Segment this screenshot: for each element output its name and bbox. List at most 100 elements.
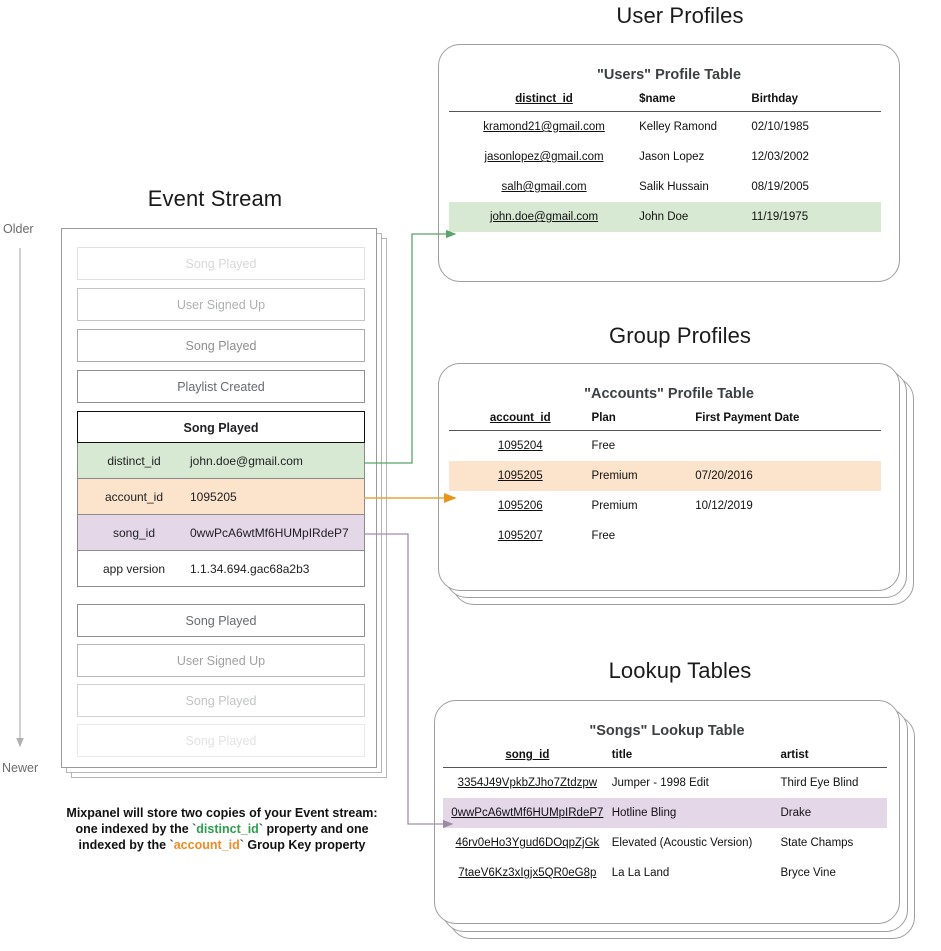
table-row[interactable]: 3354J49VpkbZJho7Ztdzpw Jumper - 1998 Edi… — [443, 768, 887, 799]
cell-name: John Doe — [639, 202, 752, 232]
cell-distinct-id: salh@gmail.com — [501, 181, 587, 193]
event-property-account-id: account_id 1095205 — [77, 479, 365, 515]
event-property-key: account_id — [104, 489, 164, 504]
event-row[interactable]: Song Played — [77, 247, 365, 280]
column-header-account-id: account_id — [449, 402, 592, 431]
expanded-event-card[interactable]: Song Played distinct_id john.doe@gmail.c… — [77, 411, 365, 587]
cell-distinct-id: kramond21@gmail.com — [483, 121, 605, 133]
event-row[interactable]: User Signed Up — [77, 644, 365, 677]
column-header-distinct-id: distinct_id — [449, 83, 640, 112]
users-table-title: "Users" Profile Table — [596, 67, 742, 83]
cell-account-id: 1095207 — [497, 530, 543, 542]
cell-first-payment-date — [695, 521, 881, 551]
event-stream-title: Event Stream — [147, 186, 283, 211]
table-row[interactable]: 7taeV6Kz3xIgjx5QR0eG8p La La Land Bryce … — [443, 858, 887, 888]
caption-line-2: one indexed by the `distinct_id` propert… — [75, 822, 369, 836]
table-row[interactable]: 46rv0eHo3Ygud6DOqpZjGk Elevated (Acousti… — [443, 828, 887, 858]
table-row-highlighted[interactable]: john.doe@gmail.com John Doe 11/19/1975 — [449, 202, 881, 232]
event-row[interactable]: Playlist Created — [77, 370, 365, 403]
caption-token-account-id: account_id — [173, 838, 240, 852]
event-stream-caption: Mixpanel will store two copies of your E… — [52, 805, 392, 853]
axis-label-older: Older — [3, 222, 34, 236]
event-property-value: john.doe@gmail.com — [190, 453, 303, 468]
event-row[interactable]: User Signed Up — [77, 288, 365, 321]
column-header-birthday: Birthday — [751, 83, 881, 112]
event-stream-stack: Song Played User Signed Up Song Played P… — [61, 228, 387, 778]
caption-token-distinct-id: distinct_id — [196, 822, 259, 836]
cell-birthday: 11/19/1975 — [751, 202, 881, 232]
cell-birthday: 12/03/2002 — [751, 151, 809, 163]
cell-name: Jason Lopez — [639, 151, 705, 163]
accounts-table-title: "Accounts" Profile Table — [584, 386, 754, 402]
user-profiles-title: User Profiles — [616, 3, 744, 28]
table-row[interactable]: kramond21@gmail.com Kelley Ramond 02/10/… — [449, 112, 881, 143]
table-row[interactable]: 1095206 Premium 10/12/2019 — [449, 491, 881, 521]
cell-account-id: 1095205 — [449, 461, 592, 491]
lookup-tables-card-stack: "Songs" Lookup Table song_id title artis… — [434, 700, 919, 948]
caption-line-1: Mixpanel will store two copies of your E… — [66, 806, 378, 820]
table-header-row: distinct_id $name Birthday — [449, 83, 881, 112]
cell-song-id: 7taeV6Kz3xIgjx5QR0eG8p — [458, 867, 597, 879]
table-row[interactable]: jasonlopez@gmail.com Jason Lopez 12/03/2… — [449, 142, 881, 172]
caption-line-3: indexed by the `account_id` Group Key pr… — [78, 838, 366, 852]
caption-line-3-suffix: Group Key property — [243, 838, 366, 852]
event-property-value: 0wwPcA6wtMf6HUMpIRdeP7 — [190, 525, 349, 540]
event-property-song-id: song_id 0wwPcA6wtMf6HUMpIRdeP7 — [77, 515, 365, 551]
cell-account-id: 1095204 — [497, 440, 543, 452]
event-row[interactable]: Song Played — [77, 604, 365, 637]
cell-name: Salik Hussain — [639, 181, 709, 193]
table-row-highlighted[interactable]: 1095205 Premium 07/20/2016 — [449, 461, 881, 491]
cell-artist: Drake — [780, 798, 887, 828]
cell-artist: State Champs — [780, 837, 854, 849]
songs-lookup-table: song_id title artist 3354J49VpkbZJho7Ztd… — [443, 739, 887, 888]
table-row[interactable]: salh@gmail.com Salik Hussain 08/19/2005 — [449, 172, 881, 202]
table-row-highlighted[interactable]: 0wwPcA6wtMf6HUMpIRdeP7 Hotline Bling Dra… — [443, 798, 887, 828]
event-property-key: app version — [102, 561, 166, 576]
cell-plan: Premium — [591, 461, 696, 491]
cell-distinct-id: jasonlopez@gmail.com — [484, 151, 604, 163]
column-header-title: title — [611, 739, 781, 768]
event-property-value: 1.1.34.694.gac68a2b3 — [190, 561, 310, 576]
event-row[interactable]: Song Played — [77, 329, 365, 362]
event-row[interactable]: Song Played — [77, 684, 365, 717]
column-header-song-id: song_id — [443, 739, 612, 768]
cell-first-payment-date: 10/12/2019 — [695, 500, 753, 512]
axis-label-newer: Newer — [2, 761, 39, 775]
cell-song-id: 3354J49VpkbZJho7Ztdzpw — [457, 777, 598, 789]
column-header-artist: artist — [780, 739, 887, 768]
lookup-tables-title: Lookup Tables — [608, 658, 752, 683]
cell-name: Kelley Ramond — [639, 121, 718, 133]
event-property-distinct-id: distinct_id john.doe@gmail.com — [77, 443, 365, 479]
column-header-first-payment-date: First Payment Date — [695, 402, 881, 431]
users-profile-table: distinct_id $name Birthday kramond21@gma… — [449, 83, 881, 232]
cell-birthday: 02/10/1985 — [751, 121, 809, 133]
cell-account-id: 1095206 — [497, 500, 543, 512]
group-profiles-card-stack: "Accounts" Profile Table account_id Plan… — [438, 363, 918, 613]
column-header-plan: Plan — [591, 402, 696, 431]
accounts-profile-table: account_id Plan First Payment Date 10952… — [449, 402, 881, 551]
cell-first-payment-date — [695, 431, 881, 462]
users-profile-card: "Users" Profile Table distinct_id $name … — [438, 44, 900, 282]
cell-distinct-id: john.doe@gmail.com — [449, 202, 640, 232]
table-header-row: account_id Plan First Payment Date — [449, 402, 881, 431]
cell-plan: Free — [591, 440, 616, 452]
accounts-profile-card: "Accounts" Profile Table account_id Plan… — [438, 363, 900, 591]
event-row[interactable]: Song Played — [77, 724, 365, 757]
cell-title: Elevated (Acoustic Version) — [611, 837, 753, 849]
event-stream-card: Song Played User Signed Up Song Played P… — [61, 228, 377, 768]
cell-song-id: 0wwPcA6wtMf6HUMpIRdeP7 — [443, 798, 612, 828]
songs-lookup-card: "Songs" Lookup Table song_id title artis… — [434, 700, 900, 924]
songs-table-title: "Songs" Lookup Table — [589, 723, 745, 739]
group-profiles-title: Group Profiles — [608, 323, 751, 348]
table-row[interactable]: 1095207 Free — [449, 521, 881, 551]
cell-plan: Free — [591, 530, 616, 542]
cell-artist: Third Eye Blind — [780, 777, 859, 789]
cell-title: La La Land — [611, 867, 670, 879]
cell-artist: Bryce Vine — [780, 867, 836, 879]
event-property-key: distinct_id — [107, 453, 161, 468]
cell-first-payment-date: 07/20/2016 — [695, 461, 881, 491]
cell-song-id: 46rv0eHo3Ygud6DOqpZjGk — [455, 837, 600, 849]
cell-title: Hotline Bling — [611, 798, 781, 828]
column-header-name: $name — [639, 83, 752, 112]
table-row[interactable]: 1095204 Free — [449, 431, 881, 462]
